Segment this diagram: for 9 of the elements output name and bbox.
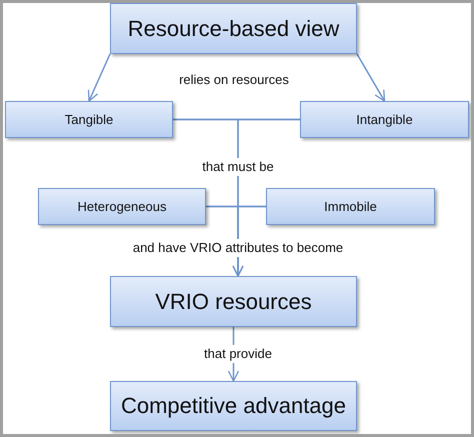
process-box: Intangible bbox=[300, 101, 469, 138]
process-box: Heterogeneous bbox=[38, 188, 206, 225]
arrow bbox=[88, 54, 111, 102]
process-box: Tangible bbox=[5, 101, 173, 138]
arrow bbox=[356, 54, 386, 102]
process-box: VRIO resources bbox=[110, 276, 357, 327]
process-box: Immobile bbox=[266, 188, 435, 225]
process-box: Resource-based view bbox=[110, 3, 357, 54]
process-box: Competitive advantage bbox=[110, 381, 357, 431]
